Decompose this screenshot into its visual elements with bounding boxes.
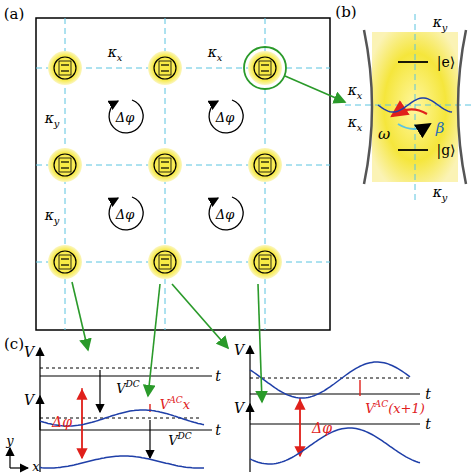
symbol-label: VDC bbox=[168, 434, 192, 447]
symbol-label: VACx bbox=[160, 398, 190, 411]
symbol-label: Δφ bbox=[312, 421, 332, 435]
symbol-label: t bbox=[215, 369, 221, 383]
symbol-label: κy bbox=[433, 15, 448, 29]
symbol-label: t bbox=[425, 417, 431, 431]
symbol-label: κy bbox=[45, 208, 60, 222]
symbol-label: (a) bbox=[4, 7, 25, 22]
symbol-label: Δφ bbox=[52, 415, 72, 429]
symbol-label: |e⟩ bbox=[437, 55, 455, 69]
symbol-label: Δφ bbox=[216, 208, 235, 221]
symbol-label: VDC bbox=[116, 382, 140, 395]
symbol-label: Δφ bbox=[116, 208, 135, 221]
symbol-label: Δφ bbox=[216, 111, 235, 124]
symbol-label: κy bbox=[433, 185, 448, 199]
symbol-label: |g⟩ bbox=[436, 143, 455, 157]
symbol-label: Δφ bbox=[116, 111, 135, 124]
symbol-label: κx bbox=[108, 45, 123, 59]
symbol-label: ω bbox=[378, 127, 390, 142]
symbol-label: (b) bbox=[335, 5, 356, 20]
symbol-label: VAC(x+1) bbox=[365, 402, 425, 415]
symbol-label: κy bbox=[45, 111, 60, 125]
symbol-label: V bbox=[24, 393, 34, 407]
symbol-label: t bbox=[215, 423, 221, 437]
symbol-label: β bbox=[436, 121, 445, 136]
symbol-label: t bbox=[425, 387, 431, 401]
symbol-label: κx bbox=[348, 83, 363, 97]
symbol-label: κx bbox=[208, 45, 223, 59]
symbol-label: (c) bbox=[4, 337, 24, 352]
symbol-label: y bbox=[6, 434, 13, 447]
symbol-label: V bbox=[24, 345, 34, 359]
symbol-label: x bbox=[32, 459, 39, 472]
symbol-label: V bbox=[234, 343, 244, 357]
symbol-label: V bbox=[234, 401, 244, 415]
symbol-label: κx bbox=[348, 115, 363, 129]
